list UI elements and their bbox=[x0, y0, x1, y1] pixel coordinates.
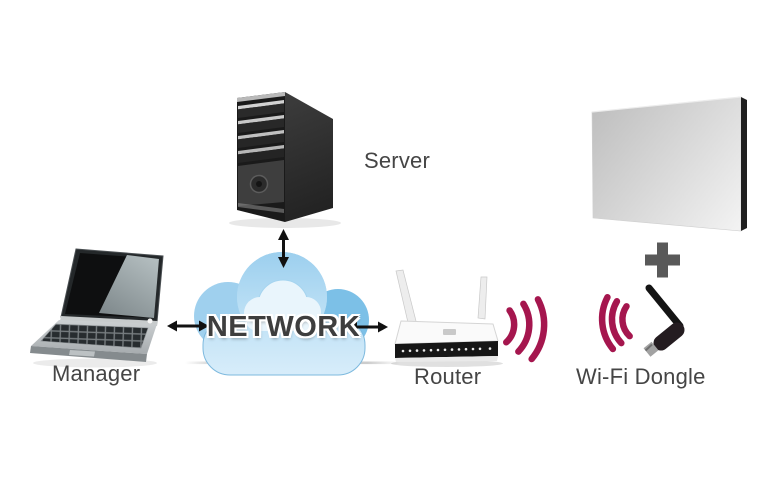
arrow-network-router bbox=[347, 321, 388, 333]
wifi-signal-dongle-icon bbox=[598, 294, 633, 353]
arrow-server-network bbox=[278, 229, 289, 268]
server-tower-icon bbox=[229, 92, 341, 228]
usb-wifi-dongle-icon bbox=[643, 284, 685, 357]
wifi-signal-router-icon bbox=[503, 296, 548, 363]
router-icon bbox=[391, 269, 503, 367]
server-label: Server bbox=[364, 148, 430, 173]
arrow-manager-network bbox=[167, 320, 209, 332]
router-label: Router bbox=[414, 364, 482, 389]
display-panel-icon bbox=[591, 96, 747, 232]
network-cloud-label: NETWORK bbox=[206, 311, 361, 343]
wifi-dongle-label: Wi-Fi Dongle bbox=[576, 364, 706, 389]
network-cloud-icon bbox=[194, 252, 369, 376]
laptop-icon bbox=[30, 248, 164, 368]
plus-icon bbox=[645, 242, 680, 278]
manager-label: Manager bbox=[52, 361, 141, 386]
